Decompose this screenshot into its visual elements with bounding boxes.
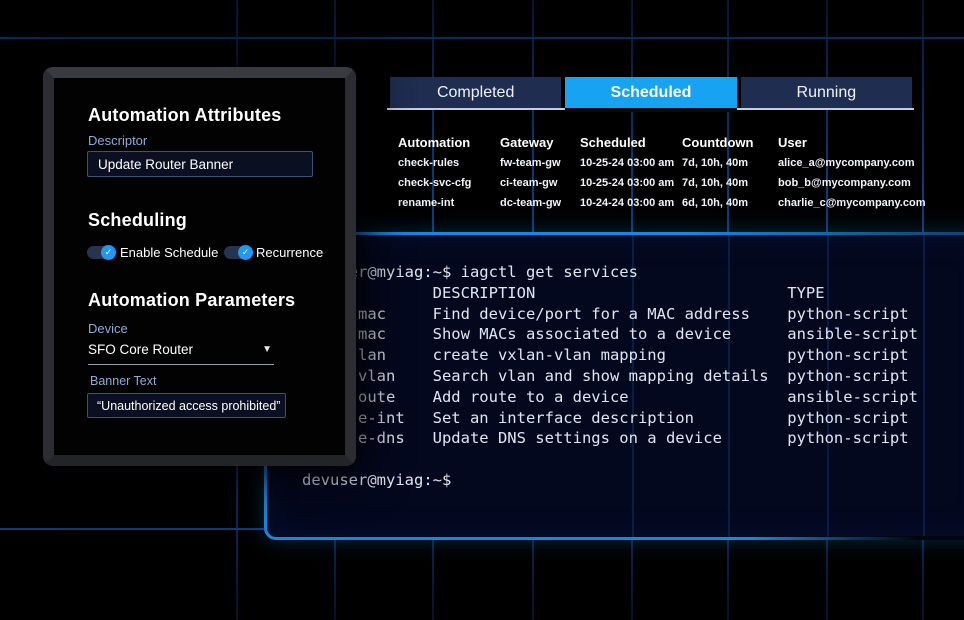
table-row[interactable]: check-rules fw-team-gw 10-25-24 03:00 am 7d… [398, 153, 922, 173]
table-cell: check-rules [398, 157, 460, 169]
table-header-row: Automation Gateway Scheduled Countdown User [398, 131, 922, 153]
table-cell: 7d, 10h, 40m [682, 157, 749, 169]
device-select-value: SFO Core Router [88, 342, 194, 357]
grid-line-vertical [923, 235, 925, 537]
tab-scheduled[interactable]: Scheduled [565, 77, 737, 108]
section-title-automation-attributes: Automation Attributes [88, 105, 282, 125]
toggle-check-icon: ✓ [238, 245, 253, 260]
column-header: Gateway [500, 134, 554, 150]
table-cell: ci-team-gw [500, 177, 558, 189]
tab-bar: Completed Scheduled Running [390, 77, 912, 108]
table-cell: rename-int [398, 197, 455, 209]
recurrence-toggle[interactable]: ✓ [224, 245, 253, 260]
table-cell: 10-25-24 03:00 am [580, 157, 675, 169]
grid-line-horizontal [0, 528, 264, 530]
grid-line-horizontal [0, 37, 964, 39]
section-title-automation-parameters: Automation Parameters [88, 290, 296, 310]
grid-line-vertical [827, 235, 829, 537]
terminal-border-fade [687, 232, 964, 235]
table-cell: charlie_c@mycompany.com [778, 197, 926, 209]
device-select[interactable]: SFO Core Router ▼ [88, 342, 274, 365]
table-cell: 10-25-24 03:00 am [580, 177, 675, 189]
grid-line-vertical [728, 235, 730, 537]
column-header: Automation [398, 134, 471, 150]
recurrence-label: Recurrence [256, 245, 324, 260]
banner-text-input[interactable] [87, 393, 286, 418]
table-row[interactable]: rename-int dc-team-gw 10-24-24 03:00 am 6d,… [398, 193, 926, 213]
column-header: User [778, 134, 807, 150]
column-header: Countdown [682, 134, 754, 150]
table-cell: dc-team-gw [500, 197, 562, 209]
table-cell: 7d, 10h, 40m [682, 177, 749, 189]
table-cell: 6d, 10h, 40m [682, 197, 749, 209]
table-row[interactable]: check-svc-cfg ci-team-gw 10-25-24 03:00 am… [398, 173, 922, 193]
table-cell: bob_b@mycompany.com [778, 177, 911, 189]
descriptor-input[interactable] [87, 151, 313, 177]
tab-completed[interactable]: Completed [390, 77, 562, 108]
table-cell: 10-24-24 03:00 am [580, 197, 675, 209]
tab-running[interactable]: Running [740, 77, 912, 108]
terminal-window[interactable]: devuser@myiag:~$ iagctl get services DES… [264, 232, 964, 540]
chevron-down-icon: ▼ [262, 344, 272, 355]
terminal-output: devuser@myiag:~$ iagctl get services DES… [302, 263, 918, 489]
banner-text-label: Banner Text [90, 374, 157, 388]
grid-line-vertical [632, 235, 634, 537]
tab-bar-underline [387, 108, 914, 110]
enable-schedule-label: Enable Schedule [120, 245, 219, 260]
section-title-scheduling: Scheduling [88, 210, 188, 230]
toggle-check-icon: ✓ [101, 245, 116, 260]
column-header: Scheduled [580, 134, 646, 150]
automation-panel: Automation Attributes Descriptor Schedul… [43, 67, 356, 466]
table-cell: check-svc-cfg [398, 177, 472, 189]
terminal-border-fade [752, 536, 964, 540]
descriptor-label: Descriptor [88, 133, 148, 148]
enable-schedule-toggle[interactable]: ✓ [87, 245, 116, 260]
scheduled-jobs-table: Automation Gateway Scheduled Countdown User c… [398, 131, 926, 213]
table-cell: alice_a@mycompany.com [778, 157, 915, 169]
device-label: Device [88, 321, 128, 336]
table-cell: fw-team-gw [500, 157, 561, 169]
